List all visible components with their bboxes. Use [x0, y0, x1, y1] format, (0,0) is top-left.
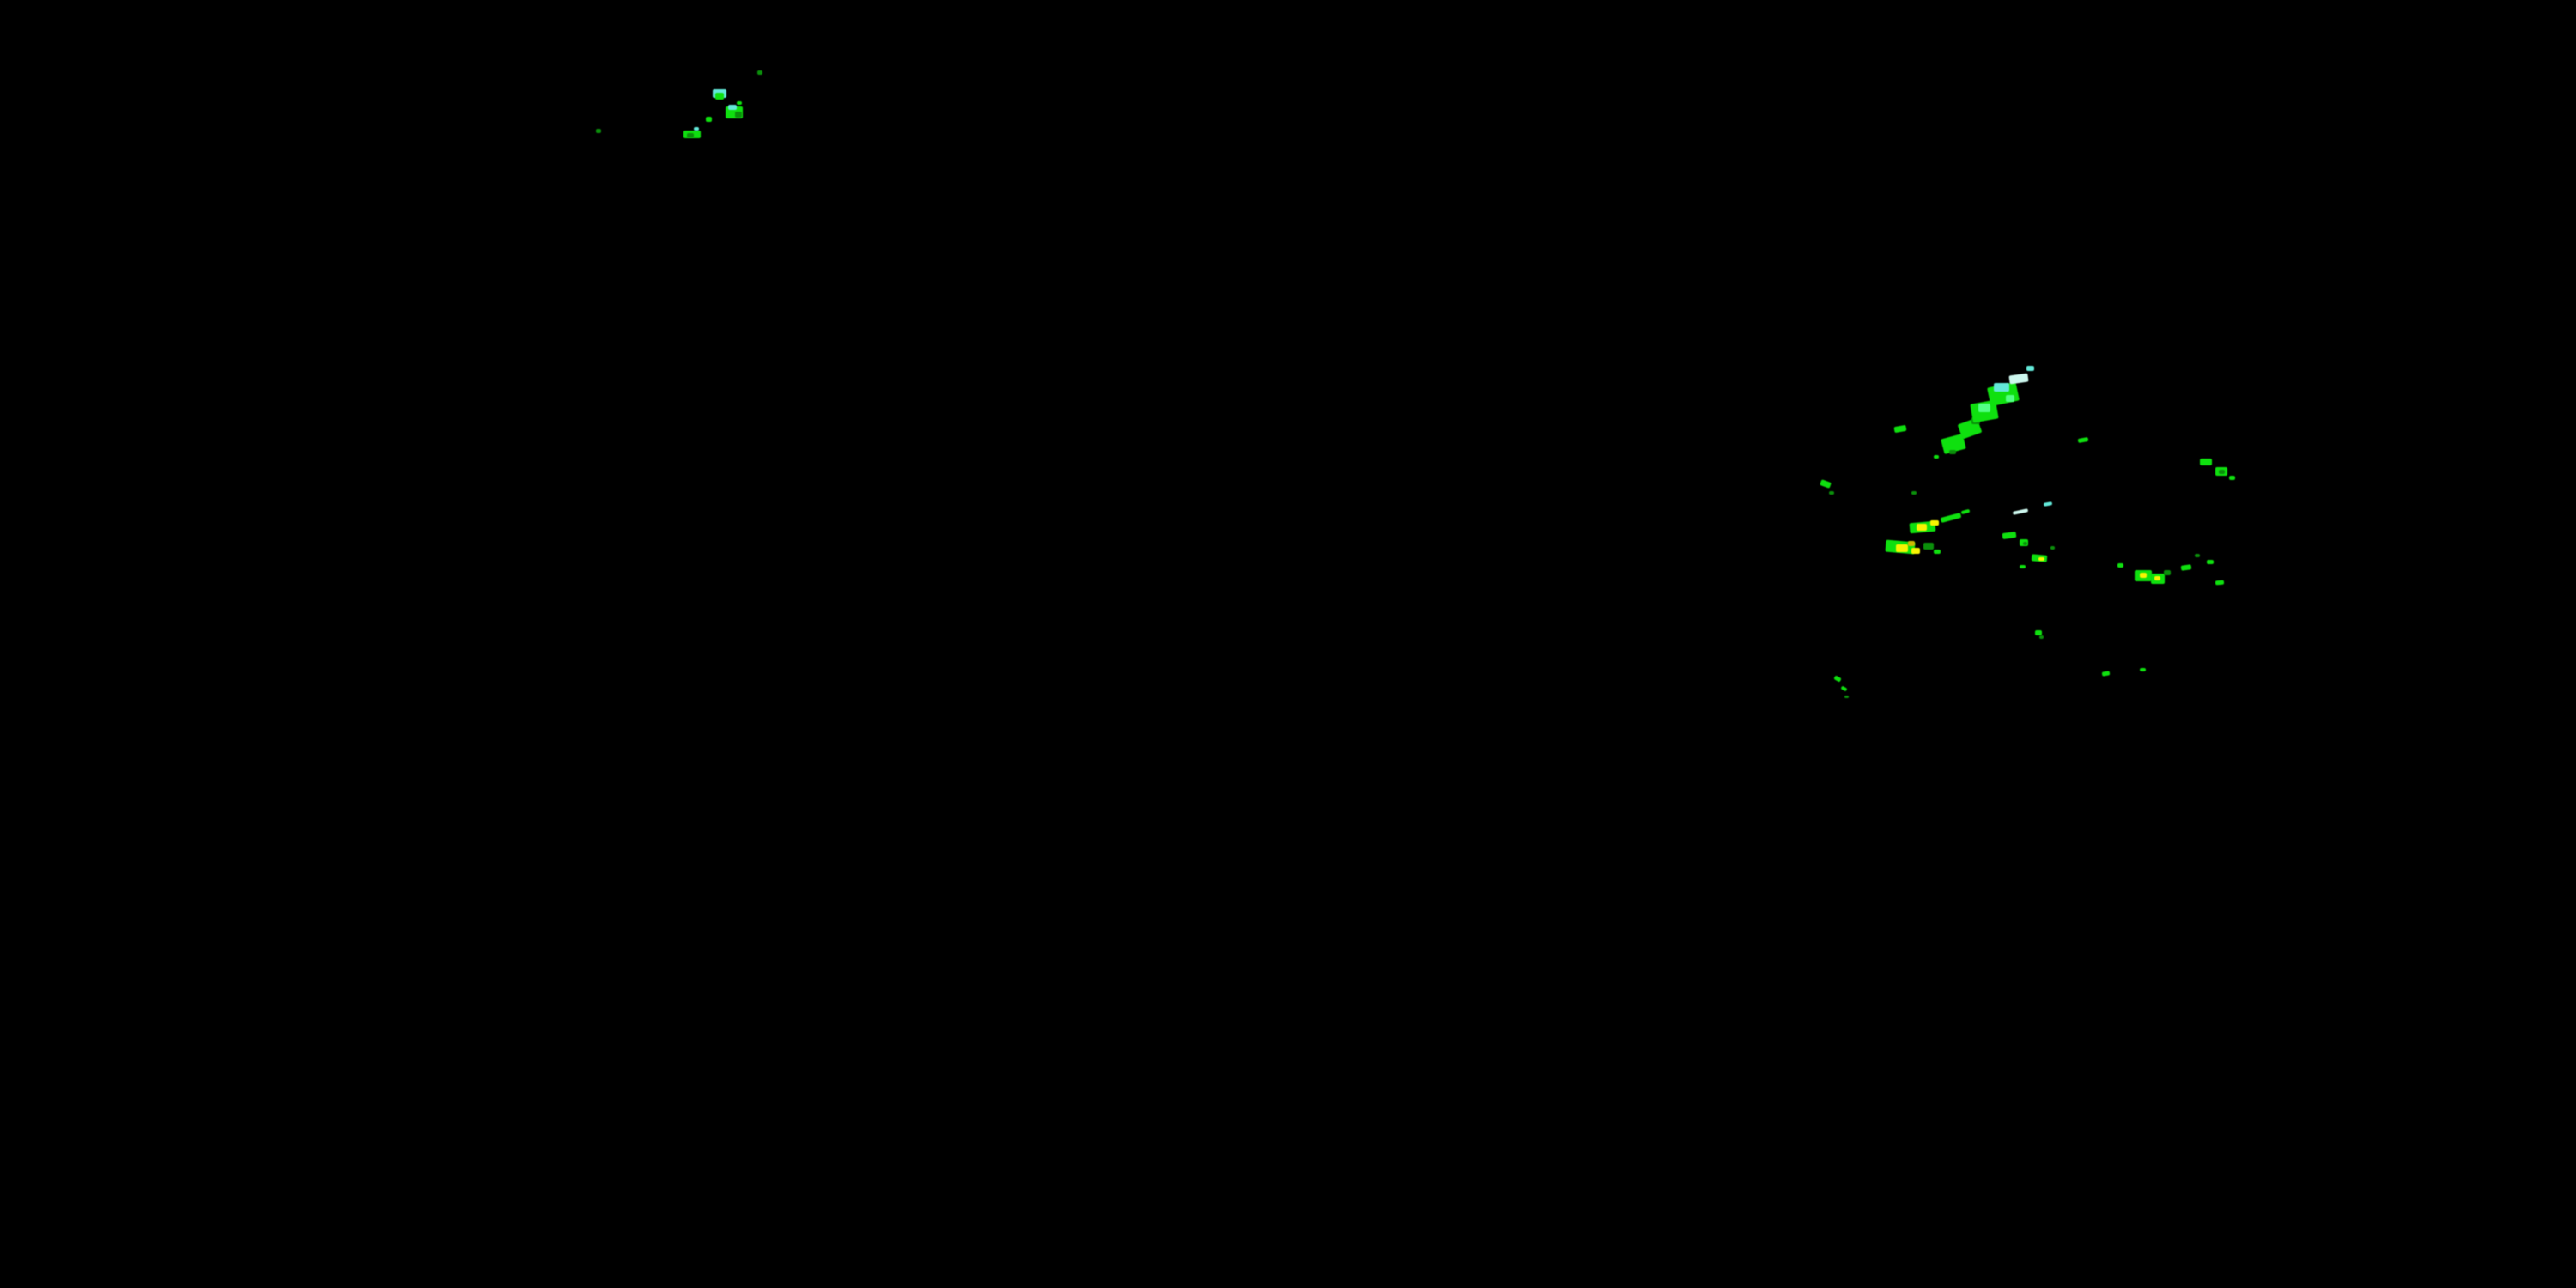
- radar-echo: [2012, 508, 2029, 515]
- radar-echo: [2140, 573, 2147, 578]
- radar-echo: [1978, 404, 1990, 412]
- radar-echo: [1934, 455, 1939, 459]
- radar-echo: [1833, 675, 1842, 683]
- radar-echo: [715, 93, 724, 100]
- radar-echo: [2101, 671, 2111, 677]
- radar-echo: [728, 105, 737, 110]
- radar-echo: [1908, 541, 1915, 546]
- radar-echo: [2219, 470, 2225, 474]
- radar-echo: [1840, 685, 1848, 692]
- radar-echo: [2164, 570, 2171, 575]
- radar-echo: [2229, 476, 2235, 480]
- radar-echo: [737, 101, 742, 105]
- radar-echo: [2154, 576, 2160, 580]
- radar-echo: [757, 70, 762, 75]
- radar-echo: [2043, 501, 2053, 507]
- radar-echo: [2008, 373, 2029, 385]
- radar-echo: [2207, 560, 2214, 564]
- radar-echo: [2035, 630, 2042, 635]
- radar-echo: [694, 127, 699, 131]
- radar-echo: [2050, 546, 2055, 550]
- radar-echo: [1820, 479, 1832, 489]
- radar-echo: [2020, 565, 2026, 568]
- radar-echo: [1896, 544, 1908, 552]
- radar-echo: [2195, 554, 2200, 557]
- radar-echo: [1940, 512, 1962, 524]
- radar-echo: [2039, 635, 2044, 639]
- radar-echo: [2117, 563, 2123, 568]
- radar-echo: [1829, 491, 1834, 495]
- radar-echo: [596, 129, 601, 133]
- radar-echo: [2002, 531, 2017, 540]
- radar-echo: [1949, 450, 1956, 454]
- radar-echo: [2038, 557, 2044, 561]
- radar-echo: [1844, 696, 1849, 698]
- radar-echo: [1930, 520, 1939, 526]
- radar-echo: [1917, 524, 1927, 531]
- radar-echo: [2180, 564, 2192, 571]
- radar-echo: [706, 117, 712, 122]
- radar-echo: [2200, 459, 2212, 465]
- radar-echo: [1994, 383, 2009, 392]
- radar-echo: [2006, 395, 2014, 402]
- radar-echo: [735, 112, 742, 118]
- radar-echo: [687, 133, 694, 137]
- radar-echo: [1923, 543, 1934, 550]
- radar-echo: [2140, 668, 2146, 671]
- radar-echo: [1911, 548, 1920, 554]
- radar-echo: [1960, 508, 1971, 515]
- radar-echo: [2215, 580, 2225, 586]
- radar-echo: [1893, 424, 1907, 434]
- radar-echo: [1934, 550, 1941, 554]
- radar-echo: [2077, 436, 2089, 444]
- radar-echo: [2026, 366, 2034, 371]
- radar-echo: [1911, 491, 1917, 495]
- radar-echo: [2023, 542, 2027, 545]
